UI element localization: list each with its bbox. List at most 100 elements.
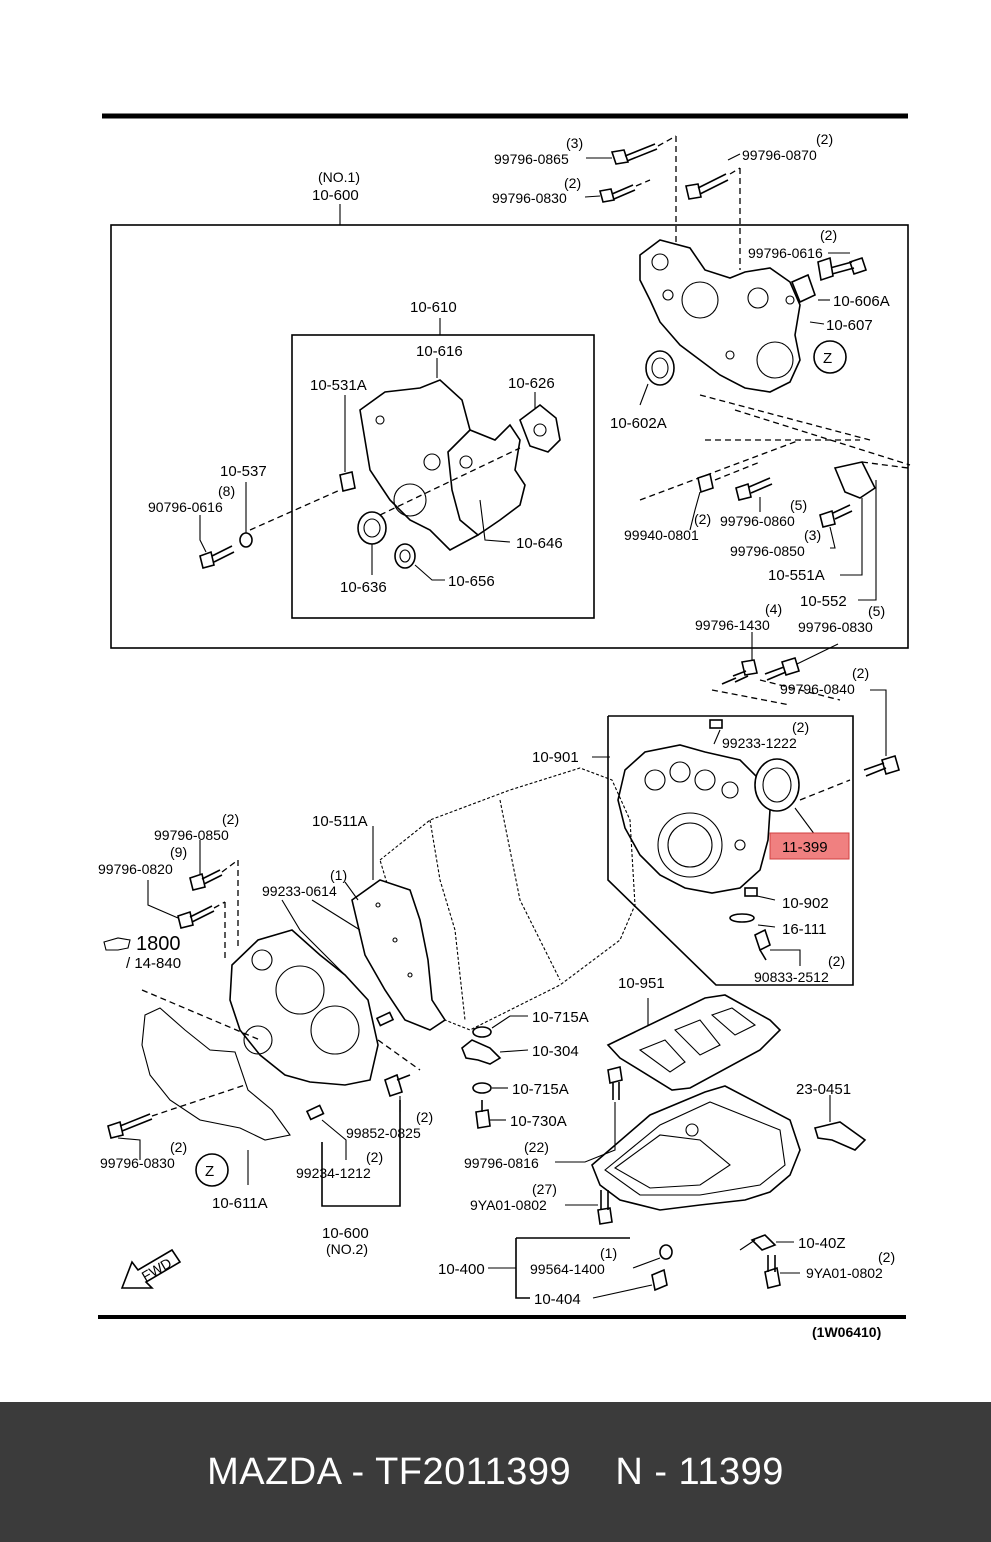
bolt-99796-0616-a [817,256,868,282]
part-label: 10-304 [532,1043,579,1060]
bolt-9YA01-0802-b [764,1255,781,1289]
bolt-99796-0816 [607,1066,623,1100]
bracket-10-600-no2 [321,1100,401,1207]
arrow-1800 [103,937,131,951]
part-label: 90796-0616 [148,499,223,515]
plug-10-404 [651,1268,668,1292]
qty: (8) [218,483,235,499]
part-label: 10-600 [312,187,359,204]
part-label: 99234-1212 [296,1165,371,1181]
dowel-99234-1212 [305,1104,325,1121]
group-no-label: (NO.2) [326,1241,368,1257]
clip-10-40Z [750,1234,777,1251]
part-label: 10-616 [416,343,463,360]
part-label: 10-40Z [798,1235,846,1252]
part-label: 90833-2512 [754,969,829,985]
bracket-10-606A [790,273,816,304]
part-label: 10-611A [212,1195,268,1212]
dowel-99233-1222 [709,719,723,729]
part-label: 9YA01-0802 [806,1265,883,1281]
bolt-99796-0840 [863,754,900,777]
part-label: 10-610 [410,299,457,316]
zone-z-label-bottom: Z [205,1163,214,1180]
part-label: 99233-1222 [722,735,797,751]
part-label: 10-715A [532,1009,589,1026]
part-label: 99852-0825 [346,1125,421,1141]
group-box-10-610 [291,334,595,619]
gasket-10-951 [606,994,782,1091]
bolt-99796-1430 [721,659,758,685]
part-label: 10-511A [312,813,368,830]
part-label: 10-551A [768,567,825,584]
part-label: 99564-1400 [530,1261,605,1277]
qty: (1) [600,1245,617,1261]
qty: (22) [524,1139,549,1155]
bolt-99796-0830-mid [764,657,800,681]
part-label: 99796-0865 [494,151,569,167]
part-label: 99796-0830 [492,190,567,206]
ref-label: 1800 [136,933,181,955]
pin-99233-0614 [375,1011,395,1027]
front-cover-no1 [639,239,801,393]
group-box-10-600-no1 [110,224,909,649]
bolt-99796-0830-top [598,184,636,203]
qty: (2) [852,665,869,681]
highlight-11-399 [769,832,850,860]
bolt-99796-0820 [177,905,215,929]
bolt-90833-2512 [754,928,771,961]
stud-99852-0825 [384,1073,411,1098]
cover-10-626 [519,403,561,453]
part-label: 10-531A [310,377,367,394]
qty: (2) [816,131,833,147]
housing-10-901 [617,744,771,894]
qty: (9) [170,844,187,860]
part-label: 10-606A [833,293,890,310]
bolt-9YA01-0802-a [597,1190,613,1225]
qty: (2) [170,1139,187,1155]
oil-seal-10-602A [645,350,675,386]
zone-z-circle-bottom [195,1153,229,1187]
qty: (27) [532,1181,557,1197]
gear-case-10-646 [447,423,526,537]
seal-10-636 [357,511,387,545]
part-label: 99796-0850 [730,543,805,559]
qty: (2) [878,1249,895,1265]
gasket-10-511A [351,879,447,1031]
qty: (2) [416,1109,433,1125]
part-label-11-399: 11-399 [782,839,828,856]
qty: (3) [804,527,821,543]
part-label: 10-607 [826,317,873,334]
pin-10-902 [744,887,758,897]
nut-10-531A [339,471,356,492]
part-label: 10-951 [618,975,665,992]
qty: (2) [564,175,581,191]
part-label: 23-0451 [796,1081,851,1098]
part-label: 10-537 [220,463,267,480]
bolt-99796-0870 [685,173,729,200]
washer-10-715A-top [472,1026,492,1038]
bolt-99796-0850-top [819,504,853,528]
part-label: 10-902 [782,895,829,912]
gauge-23-0451 [813,1121,867,1151]
part-label: 99796-0616 [748,245,823,261]
part-label: 10-404 [534,1291,581,1308]
qty: (2) [366,1149,383,1165]
footer-bar: MAZDA - TF2011399 N - 11399 [0,1402,991,1542]
part-label: 10-646 [516,535,563,552]
oil-seal-11-399 [754,758,800,812]
qty: (2) [828,953,845,969]
footer-part-text: MAZDA - TF2011399 N - 11399 [207,1450,784,1493]
qty: (1) [330,867,347,883]
qty: (5) [790,497,807,513]
bolt-99796-0830-left [107,1113,153,1139]
part-label: 10-552 [800,593,847,610]
part-label: 99796-0840 [780,681,855,697]
zone-z-circle-top [813,340,847,374]
part-label: 99796-1430 [695,617,770,633]
part-label: 10-602A [610,415,667,432]
fwd-arrow: FWD [120,1248,182,1289]
gasket-10-611A [141,1007,291,1141]
qty: (2) [792,719,809,735]
ref-label: / 14-840 [126,955,181,972]
qty: (2) [222,811,239,827]
